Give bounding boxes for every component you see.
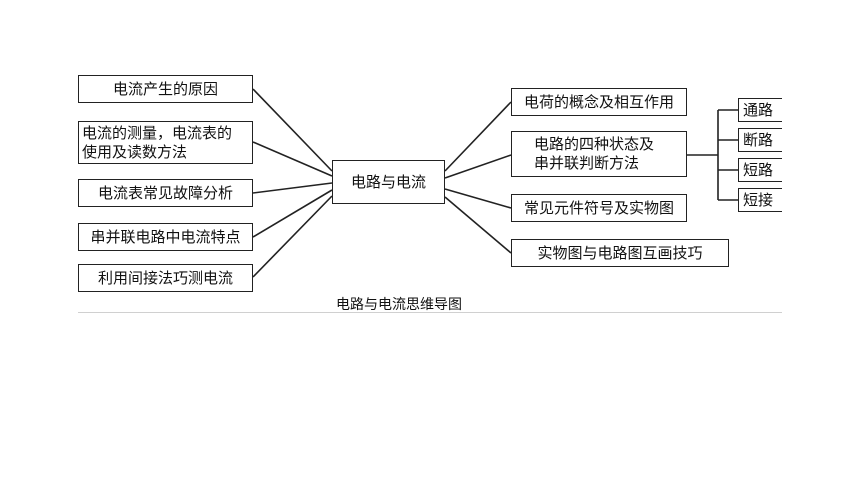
link-right-4 — [444, 196, 512, 254]
right-node-2-line-2: 串并联判断方法 — [534, 154, 640, 172]
left-node-3: 电流表常见故障分析 — [78, 179, 253, 207]
right-node-4: 实物图与电路图互画技巧 — [511, 239, 729, 267]
state-node-2: 断路 — [738, 128, 782, 152]
left-node-3-text: 电流表常见故障分析 — [97, 183, 233, 202]
state-node-3: 短路 — [738, 158, 782, 182]
diagram-caption: 电路与电流思维导图 — [336, 297, 462, 313]
divider — [78, 312, 782, 313]
center-node: 电路与电流 — [332, 160, 445, 204]
state-node-2-text: 断路 — [743, 130, 774, 149]
state-node-4: 短接 — [738, 188, 782, 212]
left-node-4-text: 串并联电路中电流特点 — [90, 227, 241, 246]
right-node-1: 电荷的概念及相互作用 — [511, 88, 687, 116]
link-left-3 — [252, 182, 333, 194]
link-right-2 — [444, 154, 512, 179]
state-node-4-text: 短接 — [743, 190, 774, 209]
link-left-1 — [252, 88, 333, 172]
left-node-1-text: 电流产生的原因 — [112, 79, 218, 98]
state-node-3-text: 短路 — [743, 160, 774, 179]
link-left-5 — [252, 195, 333, 278]
right-node-2-line-1: 电路的四种状态及 — [534, 135, 655, 153]
left-node-2-line-2: 使用及读数方法 — [82, 142, 188, 161]
right-node-3: 常见元件符号及实物图 — [511, 194, 687, 222]
link-left-2 — [252, 141, 333, 177]
left-node-1: 电流产生的原因 — [78, 75, 253, 103]
left-node-4: 串并联电路中电流特点 — [78, 223, 253, 251]
right-node-4-text: 实物图与电路图互画技巧 — [537, 243, 703, 262]
link-right-1 — [444, 101, 512, 172]
state-node-1: 通路 — [738, 98, 782, 122]
right-node-2: 电路的四种状态及 串并联判断方法 — [511, 131, 687, 177]
right-node-1-text: 电荷的概念及相互作用 — [523, 92, 674, 111]
right-node-3-text: 常见元件符号及实物图 — [523, 198, 674, 217]
link-left-4 — [252, 189, 333, 238]
link-right-3 — [444, 188, 512, 209]
left-node-2: 电流的测量，电流表的 使用及读数方法 — [78, 121, 253, 164]
left-node-5-text: 利用间接法巧测电流 — [97, 268, 233, 287]
left-node-2-line-1: 电流的测量，电流表的 — [82, 123, 233, 142]
center-node-text: 电路与电流 — [350, 172, 426, 191]
left-node-5: 利用间接法巧测电流 — [78, 264, 253, 292]
state-node-1-text: 通路 — [743, 100, 774, 119]
